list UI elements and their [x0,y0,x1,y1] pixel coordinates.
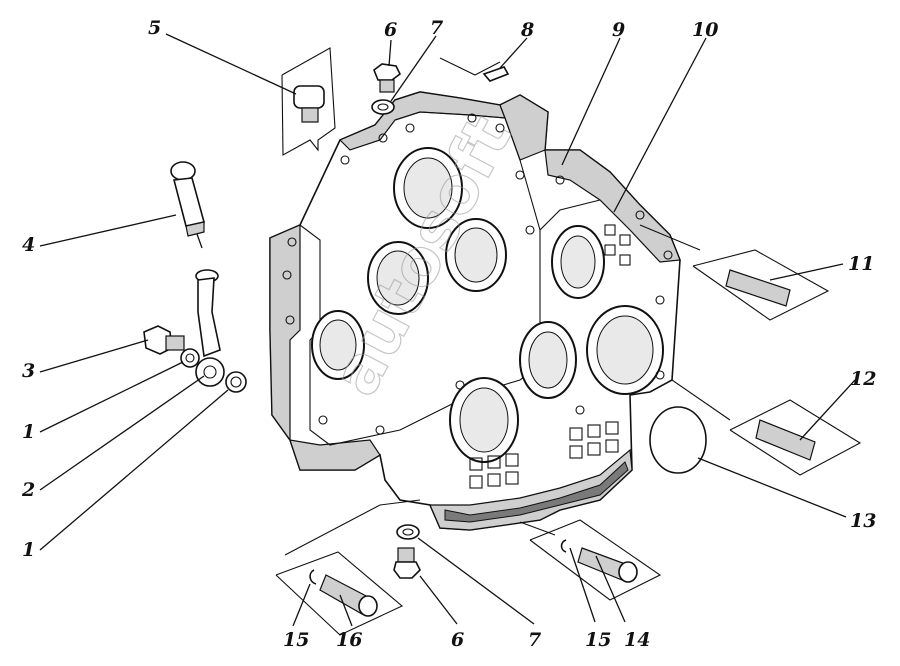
label-1-b: 1 [22,539,35,561]
washer-part-7-bottom [396,524,420,540]
label-8: 8 [520,19,534,41]
bolt-part-3 [143,325,185,355]
label-6-top: 6 [384,19,397,41]
stud-part-11 [692,249,830,321]
label-2: 2 [21,479,35,501]
stud-part-12 [729,399,862,476]
gearbox-housing [269,91,681,531]
sensor-part-4 [170,161,205,249]
leader-lines [39,33,856,627]
label-13: 13 [850,510,876,532]
cover-part-13 [649,406,707,474]
washer-part-7-top [371,99,395,115]
bolt-part-14 [529,519,662,601]
pin-part-8 [439,57,510,82]
label-14: 14 [624,629,650,651]
pipe-part-2 [195,269,225,387]
label-7-bottom: 7 [528,629,541,651]
washer-part-1-b [225,371,247,393]
plug-part-6-top [373,63,402,93]
label-15-left: 15 [283,629,309,651]
label-10: 10 [692,19,718,41]
label-15-right: 15 [585,629,611,651]
label-3: 3 [22,360,35,382]
plug-part-6-bottom [393,547,421,579]
label-1-a: 1 [22,421,35,443]
label-5: 5 [148,17,161,39]
bolt-part-16 [275,551,404,636]
breather-part-5 [281,47,336,156]
label-12: 12 [850,368,876,390]
washer-part-1-a [180,348,200,368]
part-labels: 5 6 7 8 9 10 4 11 3 12 1 2 13 1 15 16 6 … [21,17,876,651]
label-6-bottom: 6 [451,629,464,651]
label-11: 11 [848,253,874,275]
label-9: 9 [612,19,625,41]
label-16: 16 [336,629,362,651]
label-4: 4 [22,234,35,256]
label-7-top: 7 [430,17,443,39]
